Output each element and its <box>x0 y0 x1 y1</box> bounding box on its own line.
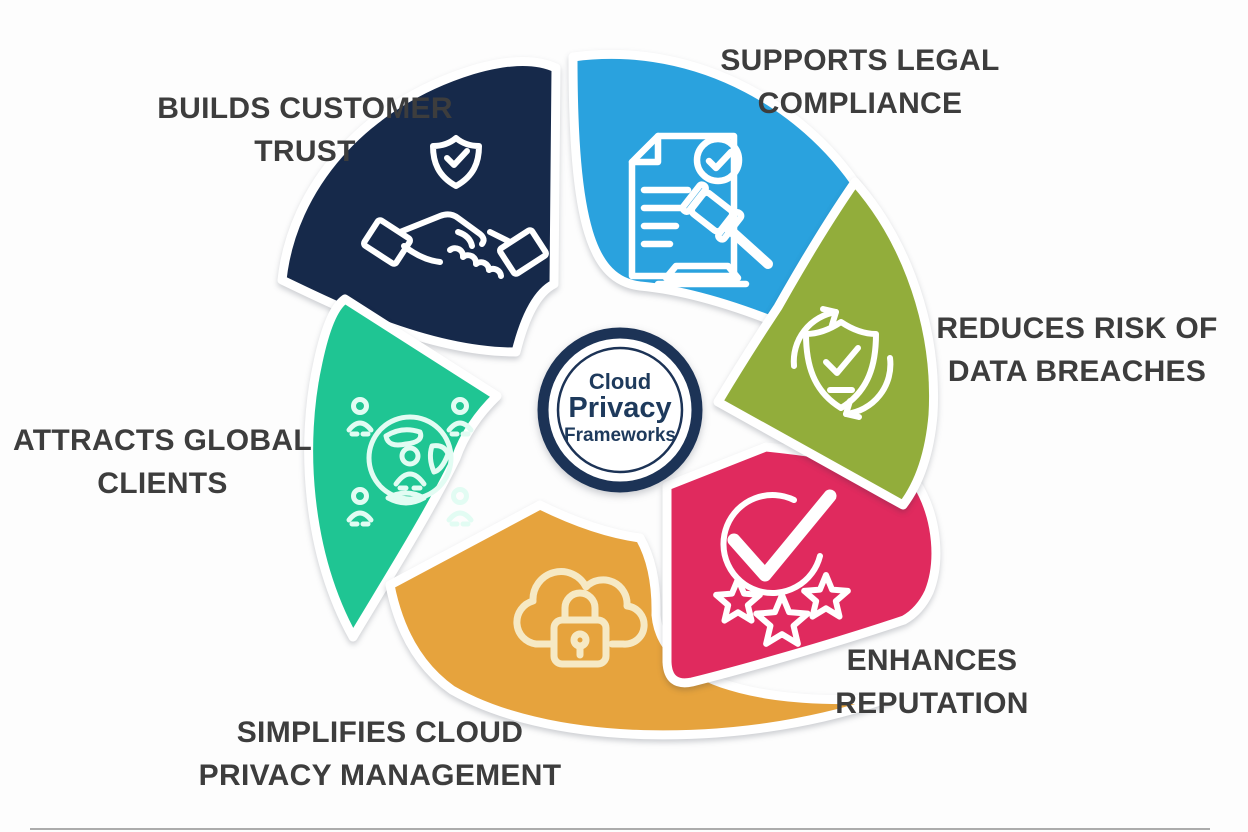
cloud-lock-icon <box>513 568 648 668</box>
segment-wedges <box>277 49 941 740</box>
shield-verification-sync-icon <box>790 306 894 420</box>
label-reduces-risk-of-data-breaches: REDUCES RISK OF DATA BREACHES <box>936 312 1218 388</box>
segment-reduces-risk-of-data-breaches[interactable] <box>713 177 939 510</box>
badge-line-privacy: Privacy <box>568 392 671 424</box>
center-badge: Cloud Privacy Frameworks <box>537 327 703 493</box>
bottom-edge-line <box>30 828 1210 830</box>
badge-outer-ring <box>537 327 703 493</box>
label-simplifies-cloud-privacy-management: SIMPLIFIES CLOUD PRIVACY MANAGEMENT <box>198 716 562 792</box>
label-enhances-reputation: ENHANCES REPUTATION <box>835 644 1029 720</box>
badge-line-cloud: Cloud <box>589 369 651 394</box>
trust-handshake-icon <box>361 135 549 279</box>
segment-builds-customer-trust[interactable] <box>277 57 561 357</box>
global-clients-icon <box>346 397 474 527</box>
badge-line-frameworks: Frameworks <box>564 425 676 446</box>
segment-simplifies-cloud-privacy-management[interactable] <box>385 500 893 740</box>
segment-supports-legal-compliance[interactable] <box>568 49 870 335</box>
legal-document-gavel-icon <box>628 132 773 288</box>
rating-stars-check-icon <box>716 489 848 644</box>
badge-inner-ring <box>556 346 684 474</box>
label-attracts-global-clients: ATTRACTS GLOBAL CLIENTS <box>13 424 312 500</box>
segment-attracts-global-clients[interactable] <box>304 294 502 642</box>
label-supports-legal-compliance: SUPPORTS LEGAL COMPLIANCE <box>720 44 1000 120</box>
label-builds-customer-trust: BUILDS CUSTOMER TRUST <box>157 92 453 168</box>
